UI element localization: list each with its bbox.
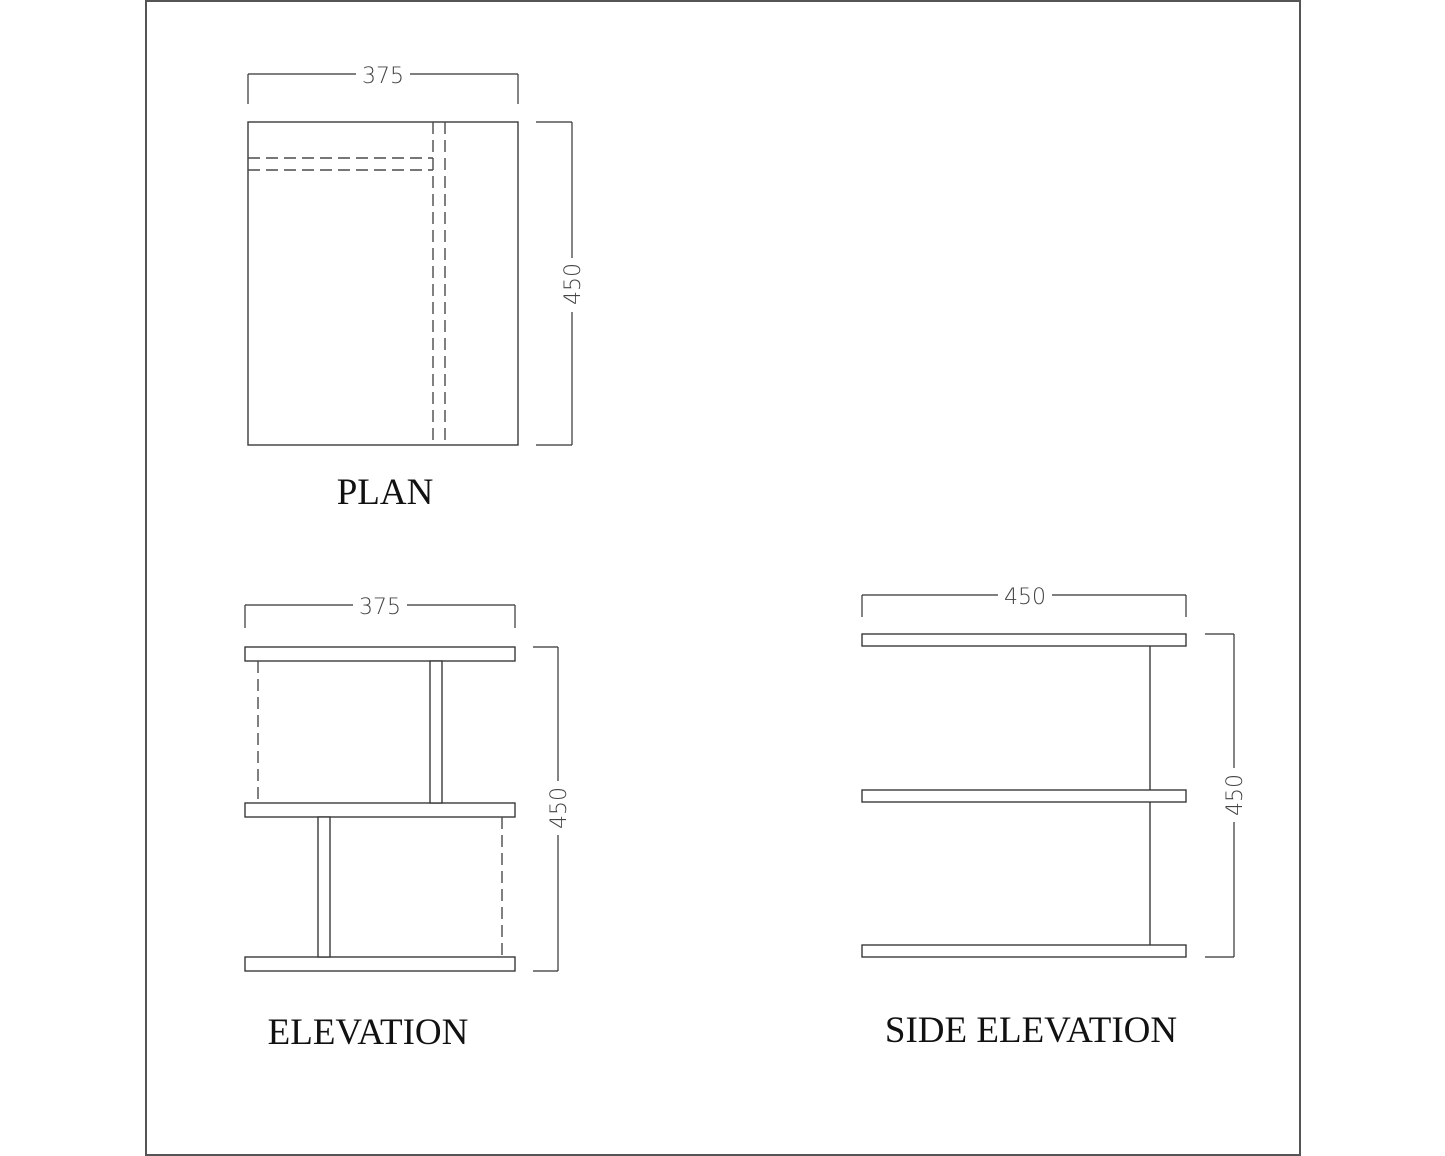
side-elevation-bottom-shelf bbox=[861, 944, 1187, 958]
plan-outline bbox=[247, 121, 519, 446]
elevation-title: ELEVATION bbox=[268, 1012, 469, 1053]
plan-title: PLAN bbox=[337, 472, 434, 513]
side-elevation-width-value: 450 bbox=[1004, 585, 1046, 610]
plan-view: 375 450 PLAN bbox=[247, 60, 586, 513]
side-elevation-title: SIDE ELEVATION bbox=[885, 1010, 1177, 1051]
elevation-height-value: 450 bbox=[547, 787, 572, 829]
side-elevation-middle-shelf bbox=[861, 789, 1187, 803]
elevation-width-dimension: 375 bbox=[244, 592, 516, 628]
elevation-upper-support bbox=[429, 660, 443, 804]
elevation-height-dimension: 450 bbox=[533, 646, 572, 972]
side-elevation-top-shelf bbox=[861, 633, 1187, 647]
elevation-view: 375 450 ELEVATION bbox=[244, 592, 572, 1053]
elevation-middle-shelf bbox=[244, 802, 516, 818]
plan-depth-dimension: 450 bbox=[536, 121, 586, 446]
sheet-border bbox=[145, 0, 1301, 1156]
elevation-bottom-shelf bbox=[244, 956, 516, 972]
side-elevation-view: 450 450 SIDE ELEVATION bbox=[861, 582, 1248, 1051]
side-elevation-height-dimension: 450 bbox=[1205, 633, 1248, 958]
plan-width-dimension: 375 bbox=[247, 60, 519, 104]
plan-depth-value: 450 bbox=[561, 263, 586, 305]
elevation-top-shelf bbox=[244, 646, 516, 662]
elevation-width-value: 375 bbox=[359, 595, 401, 620]
side-elevation-width-dimension: 450 bbox=[861, 582, 1187, 617]
side-elevation-height-value: 450 bbox=[1223, 774, 1248, 816]
plan-width-value: 375 bbox=[362, 64, 404, 89]
elevation-lower-support bbox=[317, 816, 331, 958]
